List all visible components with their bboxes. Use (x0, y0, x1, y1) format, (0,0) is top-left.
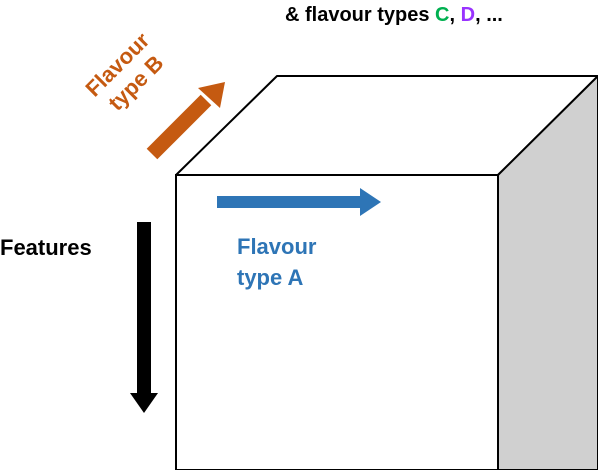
flavour-a-arrow (217, 188, 381, 216)
flavour-b-label-group: Flavour type B (81, 27, 169, 115)
flavour-a-label-line1: Flavour (237, 234, 317, 259)
other-flavours-prefix: & flavour types (285, 4, 435, 26)
flavour-c-label: C (435, 4, 449, 26)
other-flavours-suffix: , ... (475, 4, 503, 26)
features-arrow (130, 222, 158, 413)
flavour-b-arrow (146, 82, 225, 160)
other-flavours-sep: , (450, 4, 461, 26)
features-label: Features (0, 235, 92, 260)
flavour-d-label: D (461, 4, 475, 26)
other-flavours-label: & flavour types C, D, ... (285, 4, 503, 26)
cube-front-face (175, 174, 499, 470)
flavour-a-label-line2: type A (237, 265, 304, 290)
